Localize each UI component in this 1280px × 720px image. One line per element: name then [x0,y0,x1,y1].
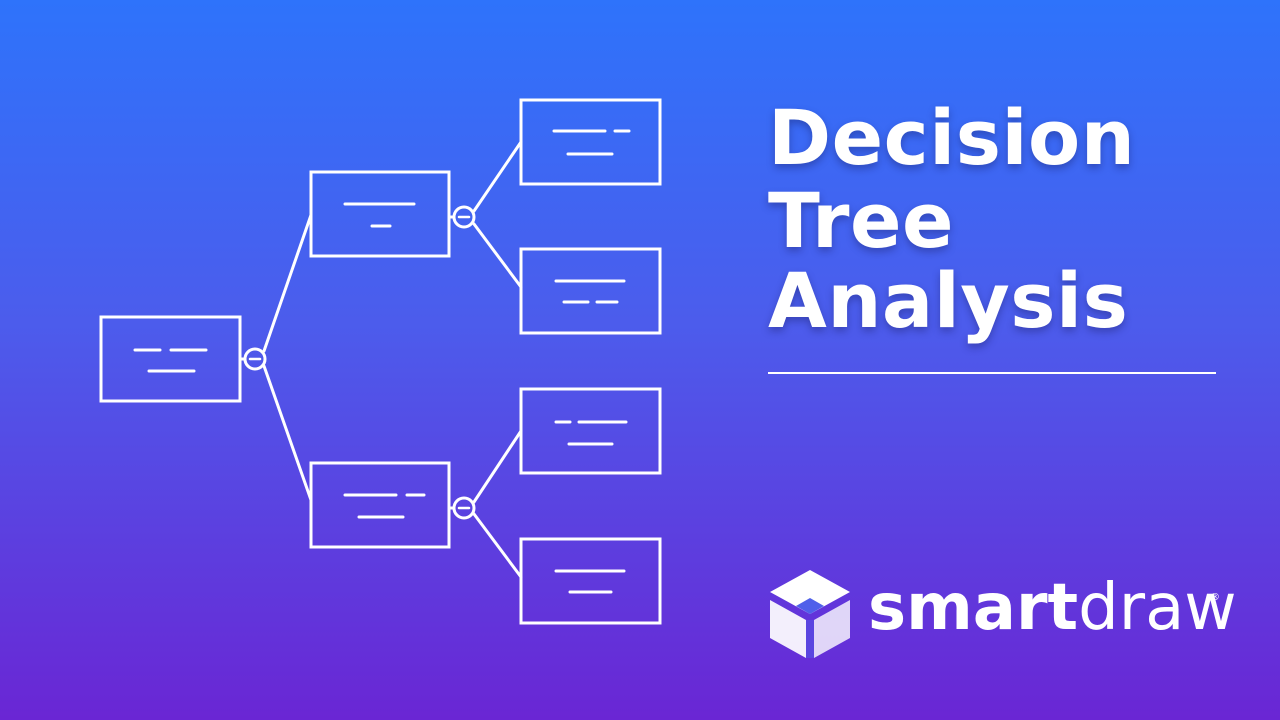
decision-node-icon [447,496,476,520]
title-line-3: Analysis [768,256,1129,345]
leaf-node-2 [519,247,662,335]
registered-trademark: ® [1210,592,1220,603]
branch-node-upper [309,170,451,258]
title-line-1: Decision [768,93,1136,182]
connector-upper-to-leaf-1 [472,140,523,213]
tree-connectors [262,140,523,579]
decision-node-icon [447,205,476,229]
root-node [99,315,242,403]
connector-lower-to-leaf-4 [472,512,523,579]
decision-node-icon [238,347,267,371]
leaf-node-1 [519,98,662,186]
leaf-node-3 [519,387,662,475]
brand-wordmark-draw: draw [1078,571,1237,645]
title-line-2: Tree [768,176,955,265]
connector-root-to-lower [262,364,313,502]
connector-root-to-upper [262,213,313,353]
title-divider [768,372,1216,374]
brand-wordmark-smart: smart [868,571,1079,645]
branch-node-lower [309,461,451,549]
decision-tree-diagram [0,0,700,720]
smartdraw-logo-icon [770,570,850,658]
leaf-node-4 [519,537,662,625]
connector-upper-to-leaf-2 [472,222,523,289]
connector-lower-to-leaf-3 [472,429,523,504]
brand-wordmark: smartdraw [868,576,1237,640]
